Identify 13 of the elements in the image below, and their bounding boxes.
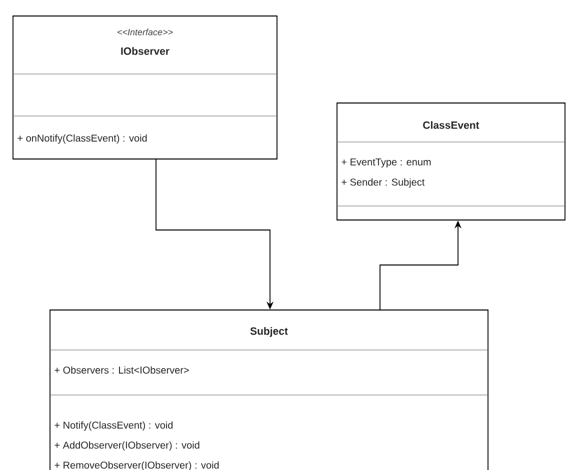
- class-box: [12, 16, 278, 160]
- member-text: + AddObserver(IObserver) : void: [54, 441, 200, 451]
- stereotype-label: <<Interface>>: [118, 28, 173, 36]
- member-text: + Sender : Subject: [342, 178, 425, 188]
- class-name: IObserver: [121, 47, 170, 55]
- member-text: + Observers : List<IObserver>: [54, 366, 189, 374]
- class-box: [50, 310, 488, 470]
- class-name: ClassEvent: [423, 121, 480, 129]
- member-text: + Notify(ClassEvent) : void: [54, 421, 173, 431]
- class-box: [336, 102, 566, 220]
- member-text: + onNotify(ClassEvent) : void: [18, 134, 147, 144]
- class-name: Subject: [250, 327, 288, 337]
- member-text: + EventType : enum: [342, 158, 431, 168]
